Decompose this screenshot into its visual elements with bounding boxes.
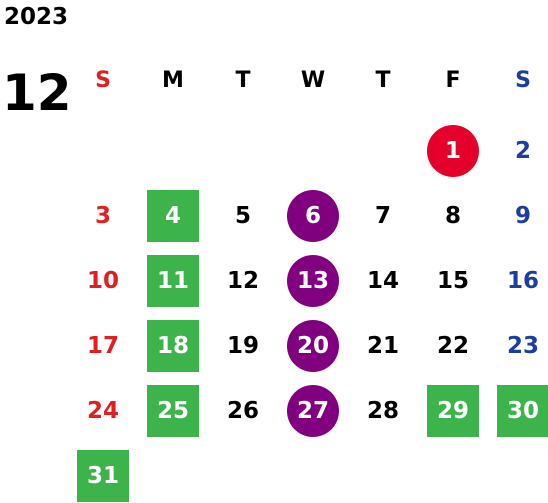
day-cell-wed[interactable]: 6 [287, 190, 339, 242]
day-cell-thu[interactable]: 28 [366, 398, 399, 424]
day-cell-sat[interactable]: 2 [514, 138, 531, 164]
day-cell-thu[interactable]: 21 [366, 333, 399, 359]
weekday-fri: F [445, 68, 461, 93]
day-cell-thu[interactable]: 14 [366, 268, 399, 294]
calendar-year: 2023 [4, 4, 69, 30]
day-cell-thu[interactable]: 7 [374, 203, 391, 229]
day-cell-mon[interactable]: 25 [147, 385, 199, 437]
day-cell-mon[interactable]: 11 [147, 255, 199, 307]
day-cell-sun[interactable]: 3 [94, 203, 111, 229]
day-cell-sun[interactable]: 17 [86, 333, 119, 359]
day-cell-fri[interactable]: 15 [436, 268, 469, 294]
day-cell-tue[interactable]: 19 [226, 333, 259, 359]
weekday-sat: S [515, 68, 531, 93]
day-cell-fri[interactable]: 1 [427, 125, 479, 177]
day-cell-mon[interactable]: 18 [147, 320, 199, 372]
day-cell-fri[interactable]: 22 [436, 333, 469, 359]
day-cell-fri[interactable]: 8 [444, 203, 461, 229]
day-cell-sun[interactable]: 31 [77, 450, 129, 502]
weekday-wed: W [300, 68, 326, 93]
day-cell-sun[interactable]: 24 [86, 398, 119, 424]
day-cell-tue[interactable]: 5 [234, 203, 251, 229]
calendar-month: 12 [2, 64, 72, 122]
day-cell-wed[interactable]: 13 [287, 255, 339, 307]
weekday-thu: T [375, 68, 391, 93]
day-cell-sun[interactable]: 10 [86, 268, 119, 294]
day-cell-tue[interactable]: 26 [226, 398, 259, 424]
day-cell-sat[interactable]: 30 [497, 385, 548, 437]
day-cell-sat[interactable]: 23 [506, 333, 539, 359]
day-cell-wed[interactable]: 27 [287, 385, 339, 437]
weekday-sun: S [95, 68, 111, 93]
day-cell-mon[interactable]: 4 [147, 190, 199, 242]
day-cell-sat[interactable]: 9 [514, 203, 531, 229]
weekday-mon: M [162, 68, 184, 93]
day-cell-sat[interactable]: 16 [506, 268, 539, 294]
day-cell-wed[interactable]: 20 [287, 320, 339, 372]
weekday-tue: T [235, 68, 251, 93]
day-cell-fri[interactable]: 29 [427, 385, 479, 437]
day-cell-tue[interactable]: 12 [226, 268, 259, 294]
